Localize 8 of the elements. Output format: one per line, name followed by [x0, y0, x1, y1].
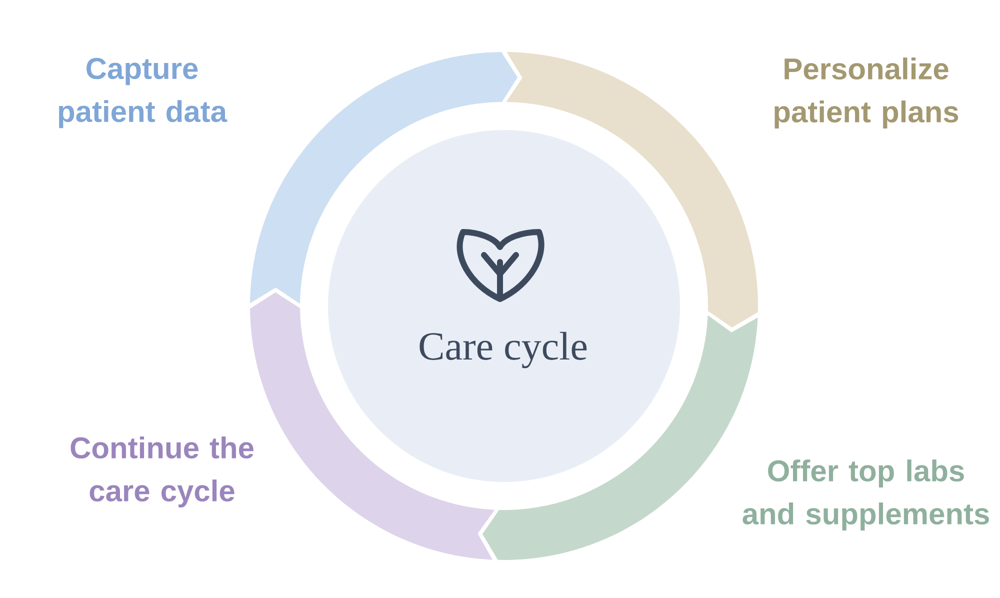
step-label: Continue the care cycle [70, 436, 254, 508]
step-label: Personalize patient plans [774, 58, 958, 128]
arc-segment [250, 52, 518, 304]
center-circle [328, 130, 680, 482]
step-label: Capture patient data [58, 58, 228, 128]
arc-segment [506, 52, 758, 328]
step-label: Offer top labs and supplements [742, 460, 989, 530]
center-title: Care cycle [420, 332, 587, 368]
